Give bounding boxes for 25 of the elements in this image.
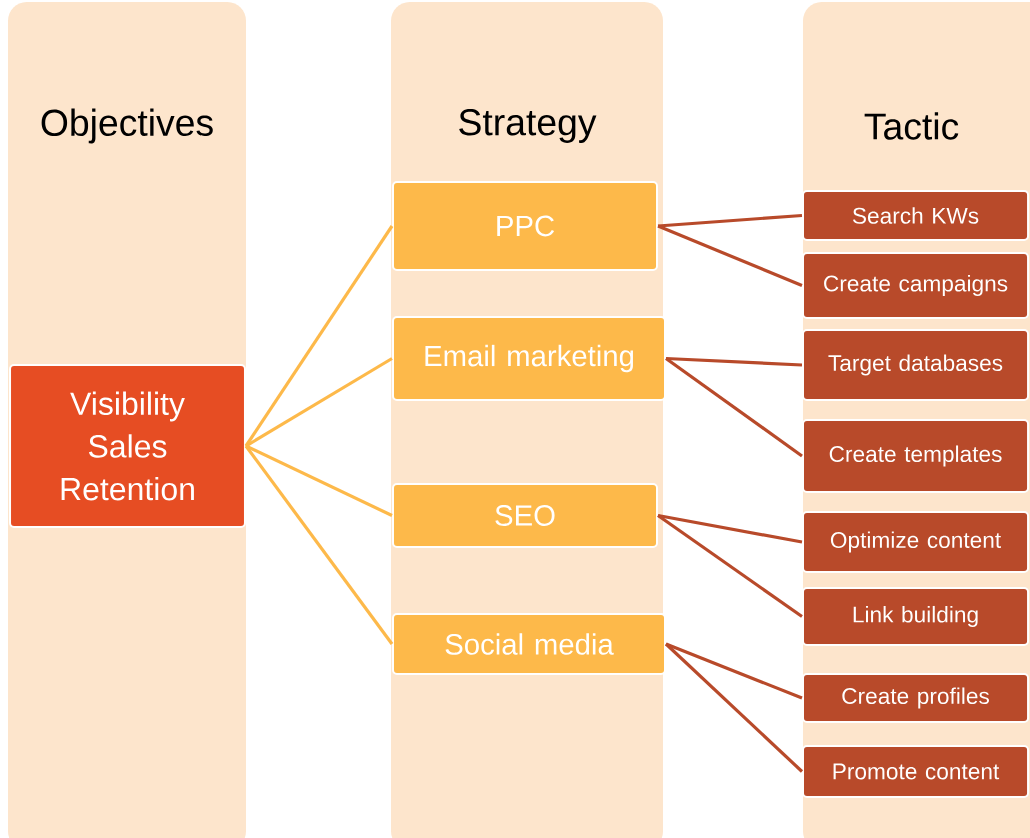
connector-line — [245, 444, 393, 517]
connector-line — [657, 213, 803, 228]
tactic-box: Create campaigns — [802, 251, 1030, 320]
connector-line — [244, 225, 394, 447]
objectives-box: Visibility Sales Retention — [9, 364, 246, 528]
tactic-box: Create profiles — [802, 673, 1030, 723]
tactic-box: Promote content — [802, 745, 1030, 798]
strategy-box: Email marketing — [392, 316, 666, 401]
connector-line — [664, 642, 804, 773]
connector-line — [665, 642, 803, 700]
tactic-box: Target databases — [802, 329, 1030, 401]
connector-line — [665, 357, 803, 458]
connector-line — [665, 356, 803, 367]
tactic-box: Optimize content — [802, 511, 1030, 573]
tactic-box: Search KWs — [802, 189, 1030, 242]
connector-line — [245, 357, 393, 448]
connector-line — [657, 513, 803, 544]
strategy-box: Social media — [392, 613, 666, 675]
connector-line — [657, 224, 803, 287]
connector-line — [657, 514, 803, 618]
connector-line — [244, 445, 394, 645]
strategy-box: SEO — [392, 483, 658, 548]
tactic-box: Link building — [802, 586, 1030, 647]
strategy-box: PPC — [392, 181, 658, 271]
tactic-box: Create templates — [802, 419, 1030, 493]
